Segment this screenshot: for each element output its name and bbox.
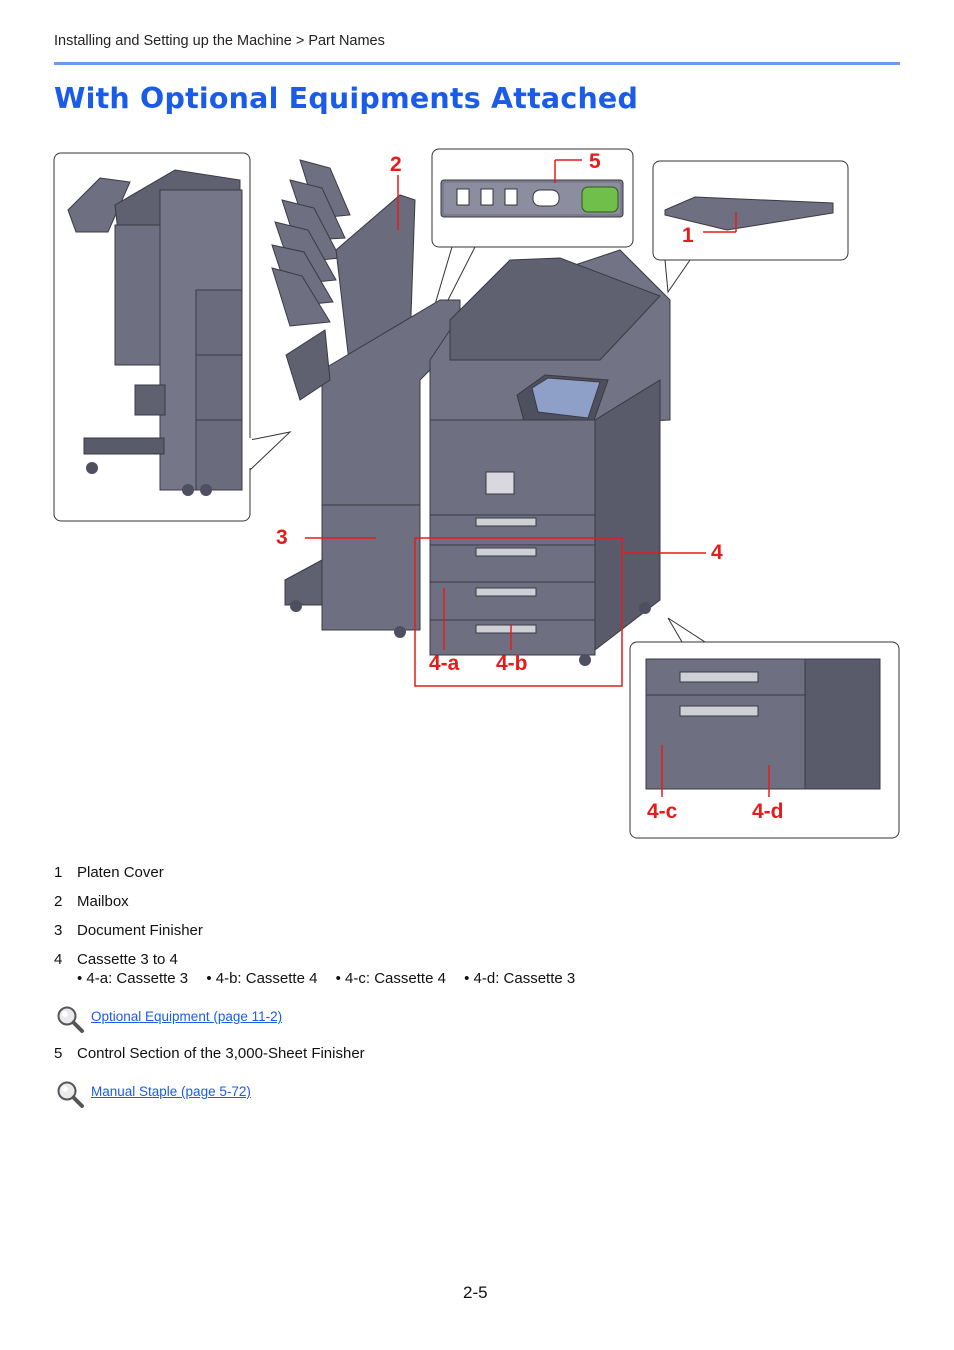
callout-4d: 4-d: [752, 800, 784, 823]
machine-illustration: [53, 148, 900, 839]
breadcrumb: Installing and Setting up the Machine > …: [54, 33, 385, 49]
callout-5: 5: [589, 150, 601, 173]
callout-4a: 4-a: [429, 652, 460, 675]
page-title: With Optional Equipments Attached: [54, 82, 639, 115]
header-rule: [54, 62, 900, 65]
page-number: 2-5: [463, 1283, 488, 1302]
callout-leaders: [305, 175, 706, 687]
optional-equipment-link[interactable]: Optional Equipment (page 11-2): [91, 1009, 283, 1024]
callout-4b: 4-b: [496, 652, 528, 675]
finisher-side-inset: [53, 152, 292, 522]
callout-3: 3: [276, 526, 288, 549]
manual-staple-link[interactable]: Manual Staple (page 5-72): [91, 1084, 251, 1099]
cassette-detail-inset: [629, 617, 900, 839]
callout-4: 4: [711, 541, 723, 564]
platen-cover-inset: [652, 160, 849, 294]
magnifier-icon: [57, 1006, 84, 1033]
magnifier-icon: [57, 1081, 84, 1108]
callout-4c: 4-c: [647, 800, 678, 823]
reference-optional-equipment: Optional Equipment (page 11-2): [54, 1003, 282, 1035]
reference-manual-staple: Manual Staple (page 5-72): [54, 1078, 251, 1110]
callout-2: 2: [390, 153, 402, 176]
cassette-sub-list: • 4-a: Cassette 3 • 4-b: Cassette 4 • 4-…: [77, 970, 576, 987]
callout-1: 1: [682, 224, 694, 247]
